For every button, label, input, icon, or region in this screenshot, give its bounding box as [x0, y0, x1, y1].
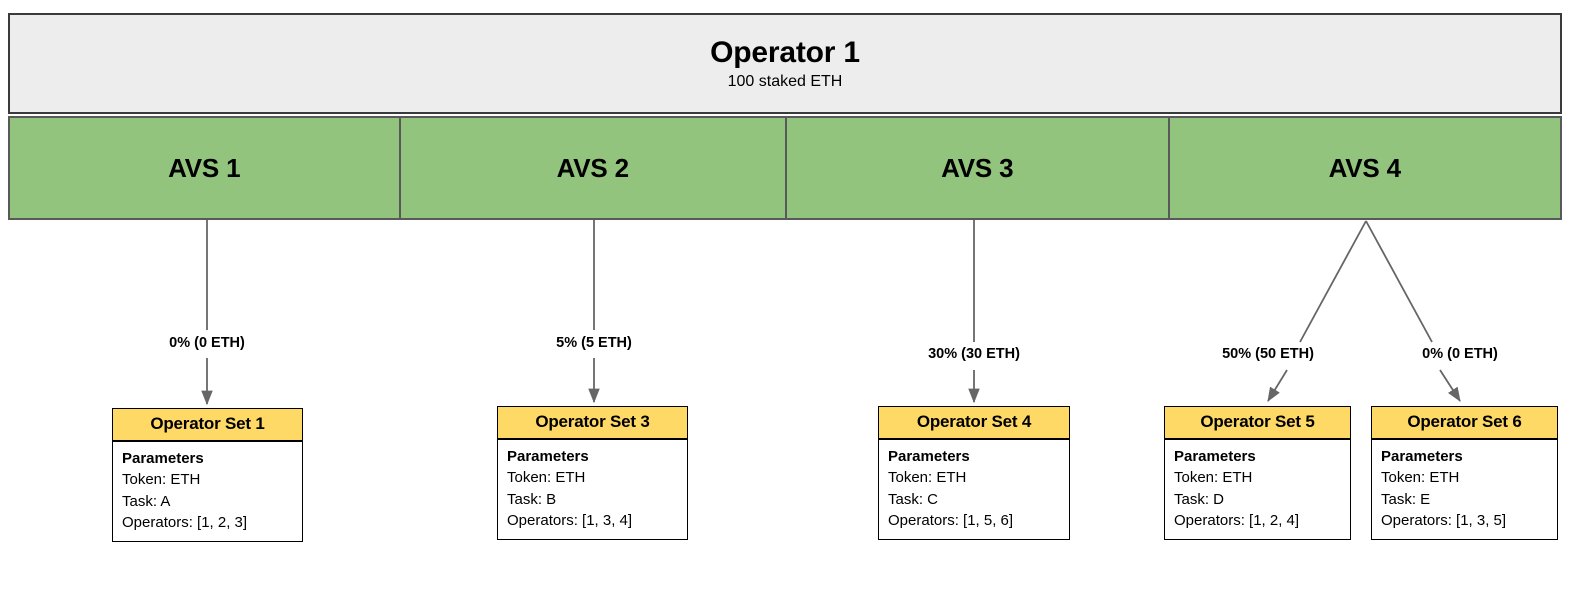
operator-set-body: Parameters Token: ETH Task: D Operators:… — [1165, 440, 1350, 539]
param-token: Token: ETH — [507, 469, 586, 487]
param-task: Task: E — [1381, 490, 1431, 508]
edge-label-avs1-opset1: 0% (0 ETH) — [166, 334, 248, 352]
operator-set-body: Parameters Token: ETH Task: A Operators:… — [113, 442, 302, 541]
operator-stake-label: 100 staked ETH — [727, 72, 843, 90]
operator-set-box-6[interactable]: Operator Set 6 Parameters Token: ETH Tas… — [1371, 406, 1558, 541]
param-task: Task: D — [1174, 490, 1225, 508]
param-operators: Operators: [1, 2, 3] — [122, 513, 248, 531]
edge-label-avs3-opset4: 30% (30 ETH) — [925, 345, 1023, 363]
avs-cell-3[interactable]: AVS 3 — [787, 118, 1170, 218]
avs-cell-1[interactable]: AVS 1 — [10, 118, 401, 218]
operator-set-box-3[interactable]: Operator Set 3 Parameters Token: ETH Tas… — [497, 406, 688, 541]
parameters-heading: Parameters — [507, 448, 589, 465]
operator-block[interactable]: Operator 1 100 staked ETH — [8, 13, 1562, 114]
param-operators: Operators: [1, 3, 4] — [507, 511, 633, 529]
parameters-heading: Parameters — [888, 448, 970, 465]
param-token: Token: ETH — [1174, 469, 1253, 487]
avs-row: AVS 1 AVS 2 AVS 3 AVS 4 — [8, 116, 1562, 220]
avs-cell-2[interactable]: AVS 2 — [400, 118, 787, 218]
operator-set-title: Operator Set 1 — [113, 409, 302, 442]
operator-set-box-4[interactable]: Operator Set 4 Parameters Token: ETH Tas… — [878, 406, 1070, 541]
param-task: Task: B — [507, 490, 557, 508]
operator-set-title: Operator Set 4 — [879, 407, 1069, 440]
edge-label-avs4-opset5: 50% (50 ETH) — [1219, 345, 1317, 363]
param-operators: Operators: [1, 3, 5] — [1381, 511, 1507, 529]
operator-title: Operator 1 — [710, 36, 860, 70]
operator-set-body: Parameters Token: ETH Task: C Operators:… — [879, 440, 1069, 539]
param-task: Task: A — [122, 492, 171, 510]
param-token: Token: ETH — [122, 471, 201, 489]
operator-set-box-5[interactable]: Operator Set 5 Parameters Token: ETH Tas… — [1164, 406, 1351, 541]
operator-set-title: Operator Set 6 — [1372, 407, 1557, 440]
param-operators: Operators: [1, 5, 6] — [888, 511, 1014, 529]
connector-avs4-opset5 — [1267, 220, 1367, 402]
parameters-heading: Parameters — [1174, 448, 1256, 465]
param-task: Task: C — [888, 490, 939, 508]
connector-avs4-opset6 — [1365, 220, 1461, 402]
operator-set-box-1[interactable]: Operator Set 1 Parameters Token: ETH Tas… — [112, 408, 303, 543]
operator-set-body: Parameters Token: ETH Task: B Operators:… — [498, 440, 687, 539]
param-operators: Operators: [1, 2, 4] — [1174, 511, 1300, 529]
operator-set-title: Operator Set 5 — [1165, 407, 1350, 440]
param-token: Token: ETH — [1381, 469, 1460, 487]
edge-label-avs4-opset6: 0% (0 ETH) — [1419, 345, 1501, 363]
edge-label-avs2-opset3: 5% (5 ETH) — [553, 334, 635, 352]
param-token: Token: ETH — [888, 469, 967, 487]
parameters-heading: Parameters — [1381, 448, 1463, 465]
operator-set-title: Operator Set 3 — [498, 407, 687, 440]
parameters-heading: Parameters — [122, 450, 204, 467]
operator-set-body: Parameters Token: ETH Task: E Operators:… — [1372, 440, 1557, 539]
avs-cell-4[interactable]: AVS 4 — [1169, 118, 1560, 218]
